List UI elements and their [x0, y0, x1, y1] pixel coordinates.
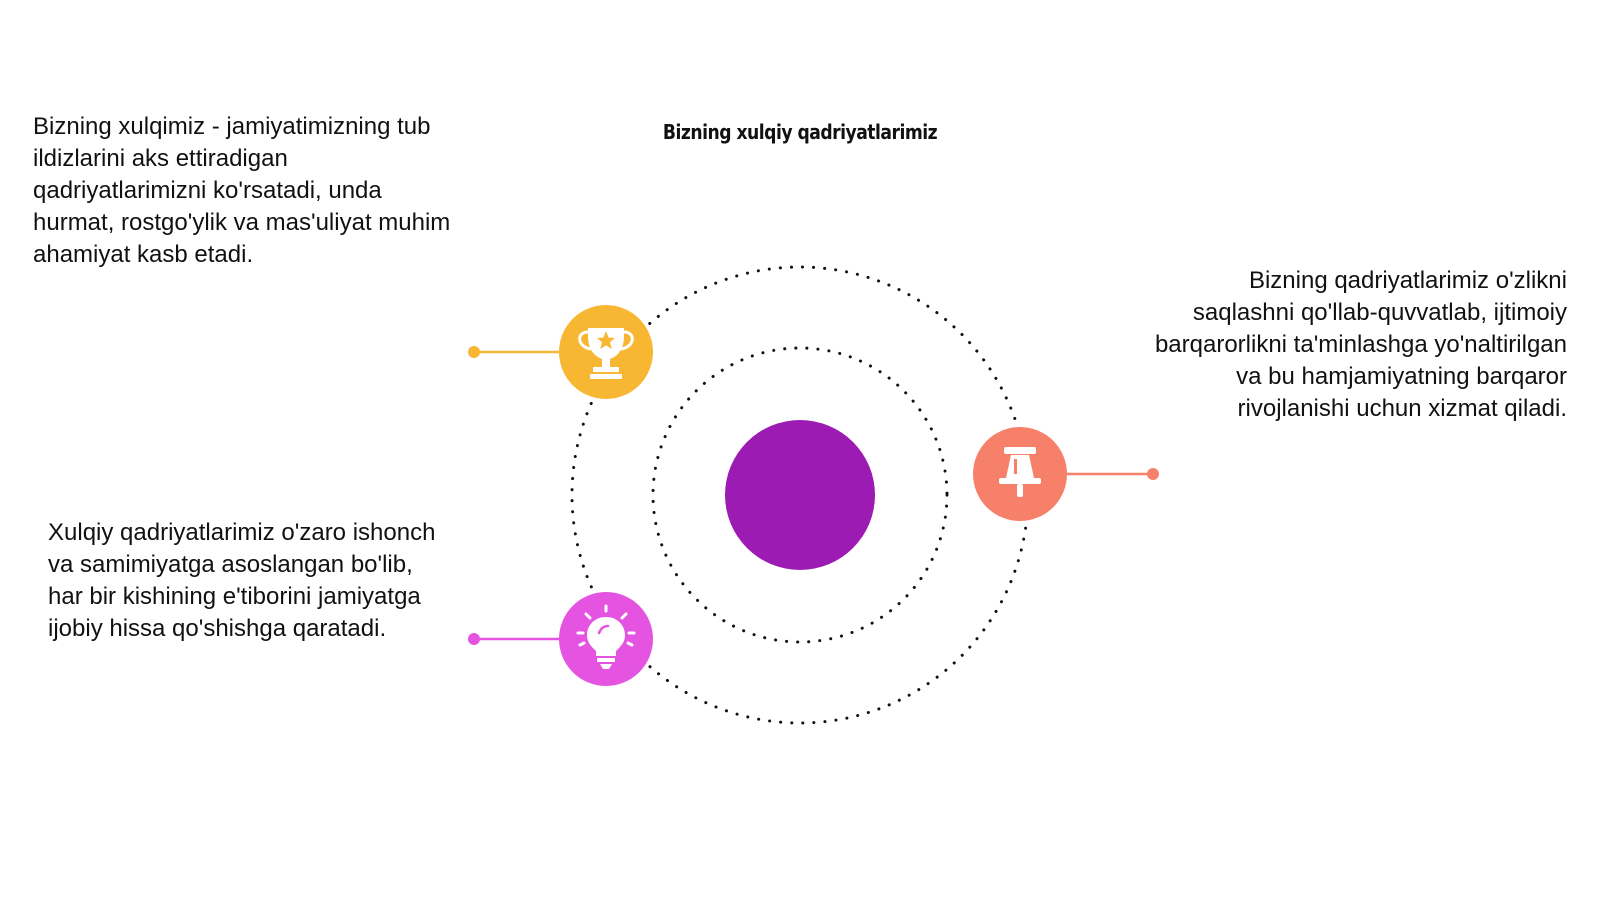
value-text-3: Bizning qadriyatlarimiz o'zlikni saqlash…	[1154, 267, 1567, 422]
pushpin-icon	[999, 447, 1041, 497]
center-circle	[725, 420, 875, 570]
pushpin-connector-dot	[1147, 468, 1159, 480]
value-text-2: Xulqiy qadriyatlarimiz o'zaro ishonch va…	[48, 519, 436, 642]
lightbulb-icon	[576, 604, 636, 669]
inner-orbit	[651, 346, 949, 644]
value-text-1: Bizning xulqimiz - jamiyatimizning tub i…	[33, 113, 451, 268]
pushpin-node	[973, 427, 1159, 521]
lightbulb-node	[468, 592, 653, 686]
trophy-node	[468, 305, 653, 399]
lightbulb-connector-dot	[468, 633, 480, 645]
page-title: Bizning xulqiy qadriyatlarimiz	[662, 120, 938, 144]
trophy-icon	[578, 328, 634, 379]
trophy-connector-dot	[468, 346, 480, 358]
